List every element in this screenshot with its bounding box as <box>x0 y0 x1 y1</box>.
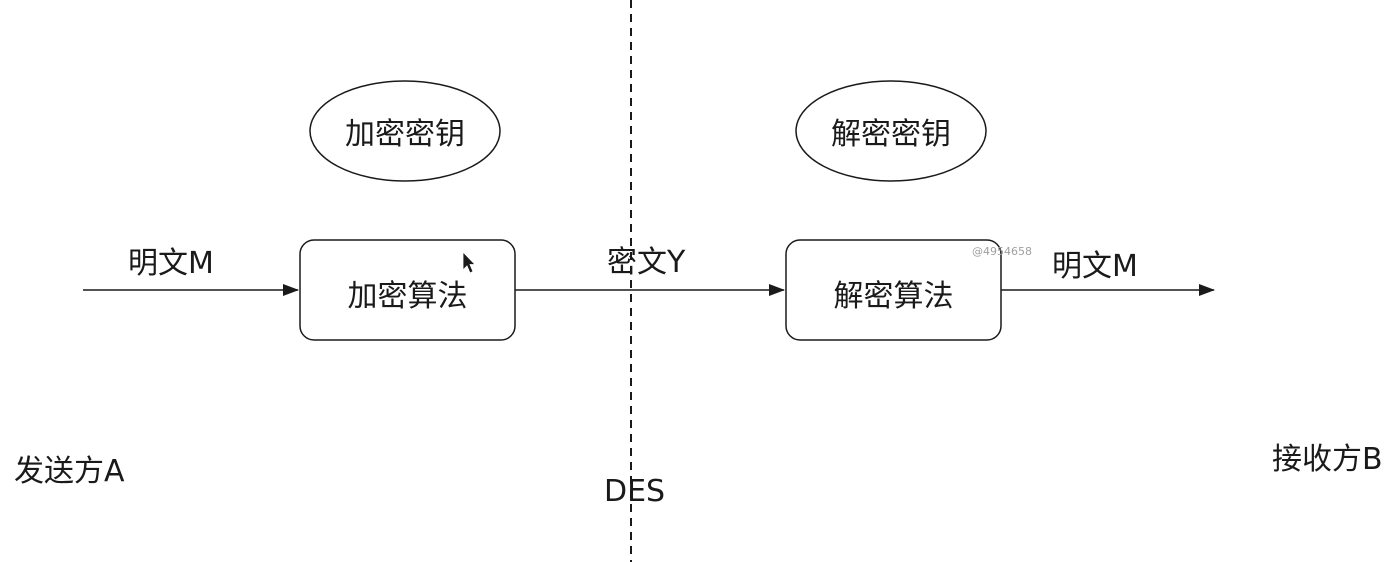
plaintext-out-label: 明文M <box>1052 249 1138 284</box>
receiver-label: 接收方B <box>1272 442 1383 477</box>
encrypt-key-ellipse <box>309 80 501 182</box>
algorithm-name-label: DES <box>604 474 666 509</box>
decrypt-algorithm-label: 解密算法 <box>833 278 954 314</box>
ciphertext-label: 密文Y <box>607 245 686 280</box>
decrypt-key-ellipse <box>795 80 987 182</box>
mouse-cursor-icon <box>462 251 476 274</box>
decrypt-key-label: 解密密钥 <box>831 117 951 152</box>
sender-label: 发送方A <box>14 454 125 489</box>
encrypt-algorithm-label: 加密算法 <box>347 278 468 314</box>
encrypt-key-label: 加密密钥 <box>345 117 465 152</box>
watermark-text: @4954658 <box>972 245 1032 258</box>
plaintext-in-label: 明文M <box>128 246 214 281</box>
